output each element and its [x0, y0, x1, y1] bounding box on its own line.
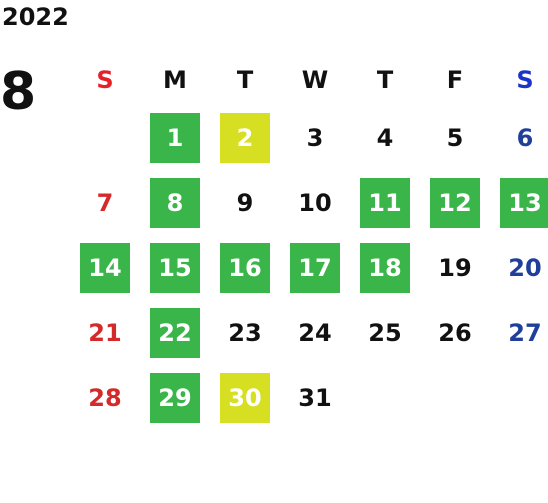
day-cell: 15 [140, 235, 210, 300]
day-number[interactable]: 12 [430, 177, 480, 228]
day-number[interactable]: 10 [298, 188, 332, 217]
day-number[interactable]: 5 [446, 123, 464, 152]
empty-day [500, 373, 548, 423]
day-cell: 13 [490, 170, 548, 235]
day-cell: 7 [70, 170, 140, 235]
day-number[interactable]: 18 [360, 242, 410, 293]
day-number[interactable]: 30 [220, 372, 270, 423]
day-number[interactable]: 19 [438, 253, 472, 282]
day-number[interactable]: 24 [298, 318, 332, 347]
day-cell: 30 [210, 365, 280, 430]
weekday-wednesday: W [301, 66, 329, 94]
weekday-saturday: S [516, 66, 534, 94]
day-cell: 1 [140, 105, 210, 170]
day-cell: 18 [350, 235, 420, 300]
day-cell: 25 [350, 300, 420, 365]
day-number[interactable]: 9 [236, 188, 254, 217]
day-cell: 16 [210, 235, 280, 300]
day-cell [490, 365, 548, 430]
day-cell [350, 365, 420, 430]
month-number: 8 [0, 62, 37, 122]
day-number[interactable]: 6 [516, 123, 534, 152]
day-number[interactable]: 27 [508, 318, 542, 347]
day-cell: 4 [350, 105, 420, 170]
week-row: 21 22 23 24 25 26 27 [70, 300, 548, 365]
day-number[interactable]: 4 [376, 123, 394, 152]
day-number[interactable]: 7 [96, 188, 114, 217]
day-cell: 8 [140, 170, 210, 235]
day-number[interactable]: 8 [150, 177, 200, 228]
day-cell: 3 [280, 105, 350, 170]
day-number[interactable]: 23 [228, 318, 262, 347]
day-cell: 14 [70, 235, 140, 300]
week-row: 7 8 9 10 11 12 13 [70, 170, 548, 235]
day-cell: 31 [280, 365, 350, 430]
day-number[interactable]: 13 [500, 177, 548, 228]
day-number[interactable]: 22 [150, 307, 200, 358]
day-cell: 2 [210, 105, 280, 170]
day-cell: 24 [280, 300, 350, 365]
week-row: 14 15 16 17 18 19 20 [70, 235, 548, 300]
weekday-header-row: S M T W T F S [70, 55, 548, 105]
day-cell: 6 [490, 105, 548, 170]
day-number[interactable]: 26 [438, 318, 472, 347]
weekday-sunday: S [96, 66, 114, 94]
day-cell: 28 [70, 365, 140, 430]
day-number[interactable]: 3 [306, 123, 324, 152]
weekday-friday: F [446, 66, 464, 94]
day-cell: 29 [140, 365, 210, 430]
day-number[interactable]: 11 [360, 177, 410, 228]
day-number[interactable]: 2 [220, 112, 270, 163]
day-cell: 12 [420, 170, 490, 235]
day-number[interactable]: 16 [220, 242, 270, 293]
day-number[interactable]: 28 [88, 383, 122, 412]
empty-day [430, 373, 480, 423]
day-number[interactable]: 21 [88, 318, 122, 347]
day-number[interactable]: 14 [80, 242, 130, 293]
day-cell: 19 [420, 235, 490, 300]
day-number[interactable]: 20 [508, 253, 542, 282]
day-cell: 26 [420, 300, 490, 365]
day-cell [70, 105, 140, 170]
day-cell: 21 [70, 300, 140, 365]
empty-day [360, 373, 410, 423]
year-label: 2022 [2, 3, 69, 31]
day-cell: 5 [420, 105, 490, 170]
day-cell: 10 [280, 170, 350, 235]
weekday-thursday: T [376, 66, 394, 94]
day-number[interactable]: 29 [150, 372, 200, 423]
day-number[interactable]: 15 [150, 242, 200, 293]
day-cell: 20 [490, 235, 548, 300]
weekday-tuesday: T [236, 66, 254, 94]
day-cell: 27 [490, 300, 548, 365]
day-number[interactable]: 31 [298, 383, 332, 412]
day-number[interactable]: 1 [150, 112, 200, 163]
empty-day [80, 113, 130, 163]
day-cell: 9 [210, 170, 280, 235]
day-number[interactable]: 17 [290, 242, 340, 293]
day-cell [420, 365, 490, 430]
day-cell: 17 [280, 235, 350, 300]
day-cell: 23 [210, 300, 280, 365]
day-cell: 22 [140, 300, 210, 365]
day-cell: 11 [350, 170, 420, 235]
weekday-monday: M [163, 66, 187, 94]
week-row: 28 29 30 31 [70, 365, 548, 430]
day-number[interactable]: 25 [368, 318, 402, 347]
